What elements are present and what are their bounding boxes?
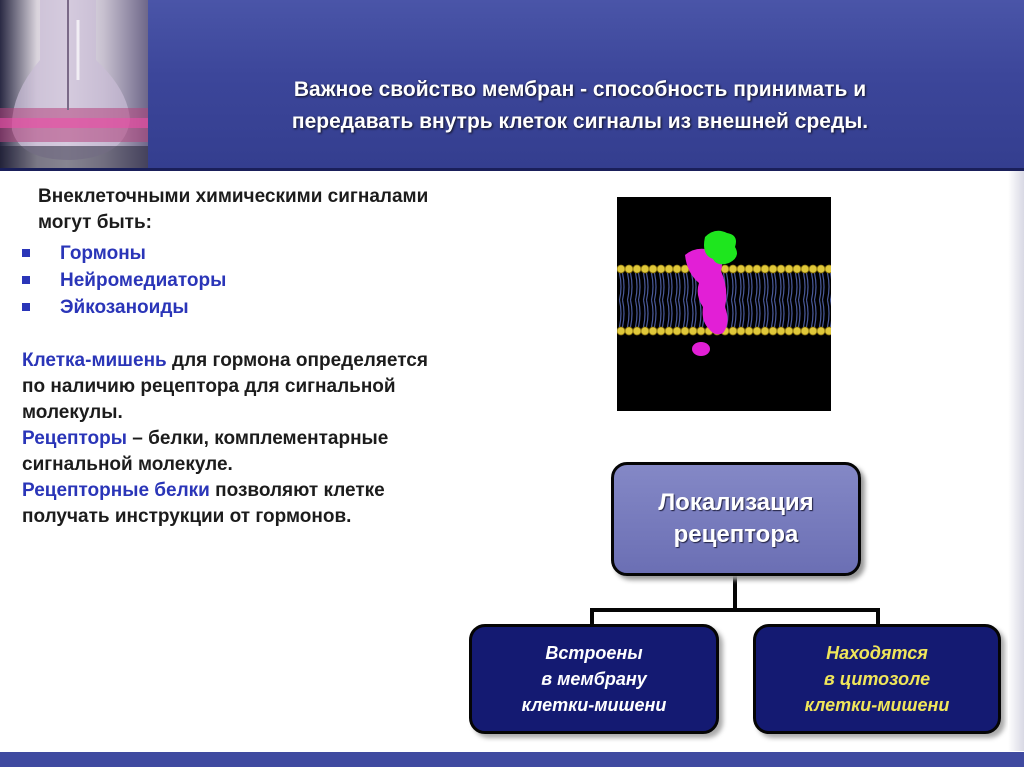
term-target-cell: Клетка-мишень	[22, 350, 167, 371]
list-item: Нейромедиаторы	[22, 267, 226, 294]
cytosol-box: Находятся в цитозоле клетки-мишени	[753, 624, 1001, 734]
membrane-embedded-box: Встроены в мембрану клетки-мишени	[469, 624, 719, 734]
title-line-2: передавать внутрь клеток сигналы из внеш…	[291, 110, 869, 133]
flask-image	[0, 0, 148, 168]
membrane-receptor-image	[616, 197, 834, 411]
intro-line-1: Внеклеточными химическими сигналами	[38, 186, 429, 207]
header-banner	[0, 0, 1024, 168]
signal-list: Гормоны Нейромедиаторы Эйкозаноиды	[22, 240, 226, 321]
list-item: Гормоны	[22, 240, 226, 267]
square-bullet-icon	[22, 303, 30, 311]
term-receptors: Рецепторы	[22, 428, 127, 449]
square-bullet-icon	[22, 249, 30, 257]
right-edge-shadow	[1008, 171, 1024, 751]
receptor-localization-box: Локализация рецептора	[611, 462, 861, 576]
title-line-1: Важное свойство мембран - способность пр…	[293, 78, 867, 101]
intro-text: Внеклеточными химическими сигналами могу…	[38, 184, 538, 236]
footer-bar	[0, 752, 1024, 767]
receptor-paragraph: Клетка-мишень для гормона определяется п…	[22, 350, 428, 527]
intro-line-2: могут быть:	[38, 212, 152, 233]
header-divider	[0, 168, 1024, 171]
list-item: Эйкозаноиды	[22, 294, 226, 321]
square-bullet-icon	[22, 276, 30, 284]
term-receptor-proteins: Рецепторные белки	[22, 480, 210, 501]
slide-title: Важное свойство мембран - способность пр…	[160, 74, 1000, 138]
